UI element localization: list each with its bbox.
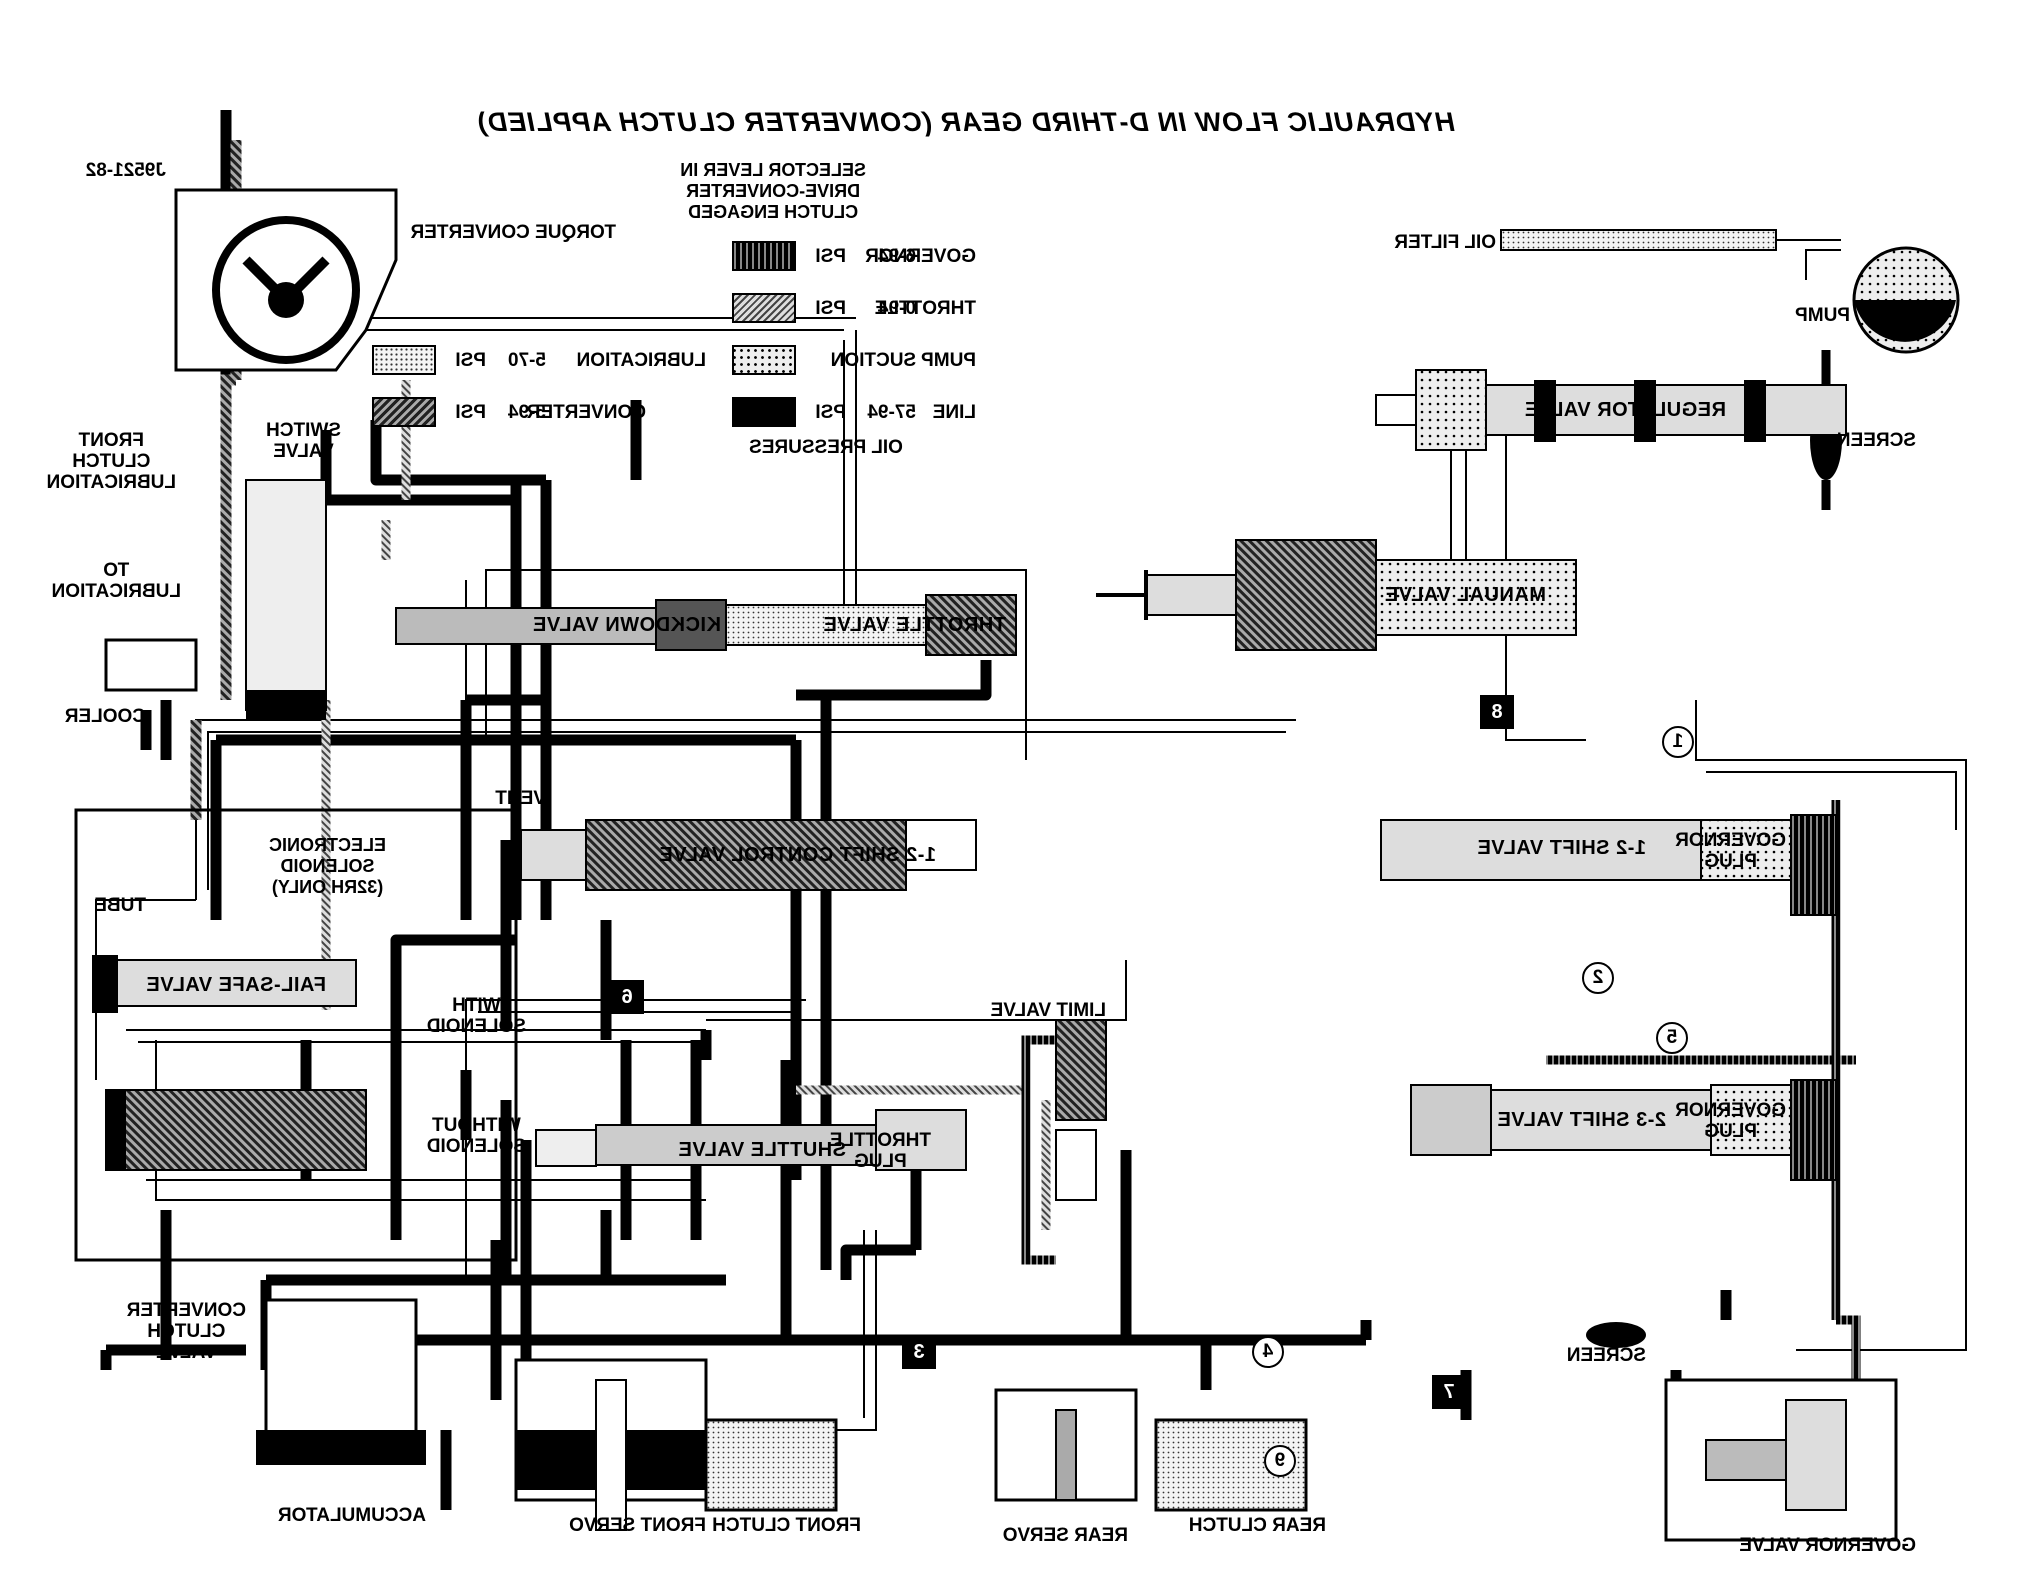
label-screen-bottom: SCREEN (1566, 1345, 1646, 1366)
legend-governor-range: 6-94 (877, 246, 916, 267)
governor-valve-body (1664, 1378, 1898, 1542)
label-shift-23-valve: 2-3 SHIFT VALVE (1496, 1109, 1666, 1131)
label-shuttle-valve: SHUTTLE VALVE (678, 1139, 846, 1161)
label-throttle-valve: THROTTLE VALVE (823, 614, 1006, 636)
marker-4: 4 (1252, 1336, 1284, 1368)
label-regulator-valve: REGULATOR VALVE (1524, 399, 1726, 421)
legend-lubrication-unit: PSI (455, 350, 486, 371)
label-manual-valve: MANUAL VALVE (1384, 584, 1546, 606)
manual-valve-body (1096, 539, 1577, 651)
regulator-valve-body (1375, 369, 1847, 451)
label-limit-valve: LIMIT VALVE (990, 1000, 1106, 1021)
kickdown-valve-body (395, 594, 1017, 656)
legend-lubrication-range: 5-70 (507, 350, 546, 371)
label-with-solenoid: WITH SOLENOID (426, 995, 526, 1037)
label-cooler: COOLER (64, 706, 146, 727)
shift-23-valve-body (1410, 1079, 1837, 1181)
label-electronic-solenoid: ELECTRONIC SOLENOID (32RH ONLY) (269, 835, 386, 897)
label-accumulator: ACCUMULATOR (277, 1505, 426, 1526)
label-screen-top: SCREEN (1836, 430, 1916, 451)
legend-heading: OIL PRESSURES (749, 437, 903, 458)
rear-servo-body (994, 1388, 1138, 1502)
label-fail-safe-valve: FAIL-SAFE VALVE (145, 974, 326, 996)
shuttle-valve-body (535, 1109, 967, 1171)
marker-5: 5 (1656, 1022, 1688, 1054)
cooler-body (104, 638, 198, 692)
legend-converter-unit: PSI (455, 402, 486, 423)
label-vent: VENT (495, 788, 546, 809)
label-shift-12-valve: 1-2 SHIFT VALVE (1476, 837, 1646, 859)
fail-safe-valve-body (92, 955, 357, 1013)
label-switch-valve: SWITCH VALVE (266, 420, 341, 462)
label-shift-control-valve: 1-2 SHIFT CONTROL VALVE (658, 844, 936, 866)
marker-9: 9 (1264, 1445, 1296, 1477)
label-front-clutch: FRONT CLUTCH (712, 1515, 861, 1536)
label-rear-clutch: REAR CLUTCH (1188, 1515, 1326, 1536)
legend-throttle-range: 0-94 (877, 298, 916, 319)
front-clutch-body (704, 1418, 838, 1512)
marker-7: 7 (1432, 1375, 1466, 1409)
legend-line-range: 57-94 (867, 402, 916, 423)
legend-governor-unit: PSI (815, 246, 846, 267)
shift-12-valve-body (1380, 814, 1837, 916)
switch-valve-body (245, 479, 327, 720)
marker-6: 6 (610, 980, 644, 1014)
label-torque-converter: TORQUE CONVERTER (410, 222, 616, 243)
legend-converter-range: 5-94 (507, 402, 546, 423)
limit-valve-body (1055, 1019, 1107, 1201)
label-governor-valve: GOVERNOR VALVE (1739, 1535, 1916, 1556)
page-title: HYDRAULIC FLOW IN D-THIRD GEAR (CONVERTE… (477, 107, 1455, 137)
label-pump: PUMP (1795, 305, 1850, 326)
label-front-clutch-lubrication: FRONT CLUTCH LUBRICATION (46, 430, 176, 493)
legend-throttle-unit: PSI (815, 298, 846, 319)
marker-1: 1 (1662, 726, 1694, 758)
pump-assembly (1500, 229, 1960, 510)
screen-bottom-body (1586, 1322, 1646, 1348)
label-without-solenoid: WITHOUT SOLENOID (426, 1115, 526, 1157)
label-oil-filter: OIL FILTER (1394, 232, 1496, 253)
marker-8: 8 (1480, 695, 1514, 729)
legend-pump-name: PUMP SUCTION (830, 350, 976, 371)
torque-converter-body (174, 188, 398, 372)
marker-2: 2 (1582, 962, 1614, 994)
label-tube: TUBE (94, 895, 146, 916)
solenoid-box (74, 808, 518, 1262)
legend-lubrication-name: LUBRICATION (576, 350, 706, 371)
label-converter-clutch-valve: CONVERTER CLUTCH VALVE (126, 1300, 246, 1363)
legend-line-name: LINE (932, 402, 976, 423)
legend-line-unit: PSI (815, 402, 846, 423)
label-rear-servo: REAR SERVO (1002, 1525, 1128, 1546)
figure-id: J9521-82 (85, 160, 166, 181)
label-governor-plug-2: GOVERNOR PLUG (1675, 1100, 1786, 1142)
label-front-servo: FRONT SERVO (569, 1515, 706, 1536)
label-kickdown-valve: KICKDOWN VALVE (532, 614, 721, 636)
accumulator-body (256, 1298, 426, 1465)
converter-clutch-valve-body (105, 1089, 367, 1171)
shift-control-valve-body (520, 819, 977, 891)
label-to-lubrication: TO LUBRICATION (51, 560, 181, 602)
marker-3: 3 (902, 1335, 936, 1369)
label-throttle-plug: THROTTLE PLUG (829, 1130, 931, 1172)
selector-note: SELECTOR LEVER IN DRIVE-CONVERTER CLUTCH… (680, 160, 866, 222)
label-governor-plug-1: GOVERNOR PLUG (1675, 830, 1786, 872)
